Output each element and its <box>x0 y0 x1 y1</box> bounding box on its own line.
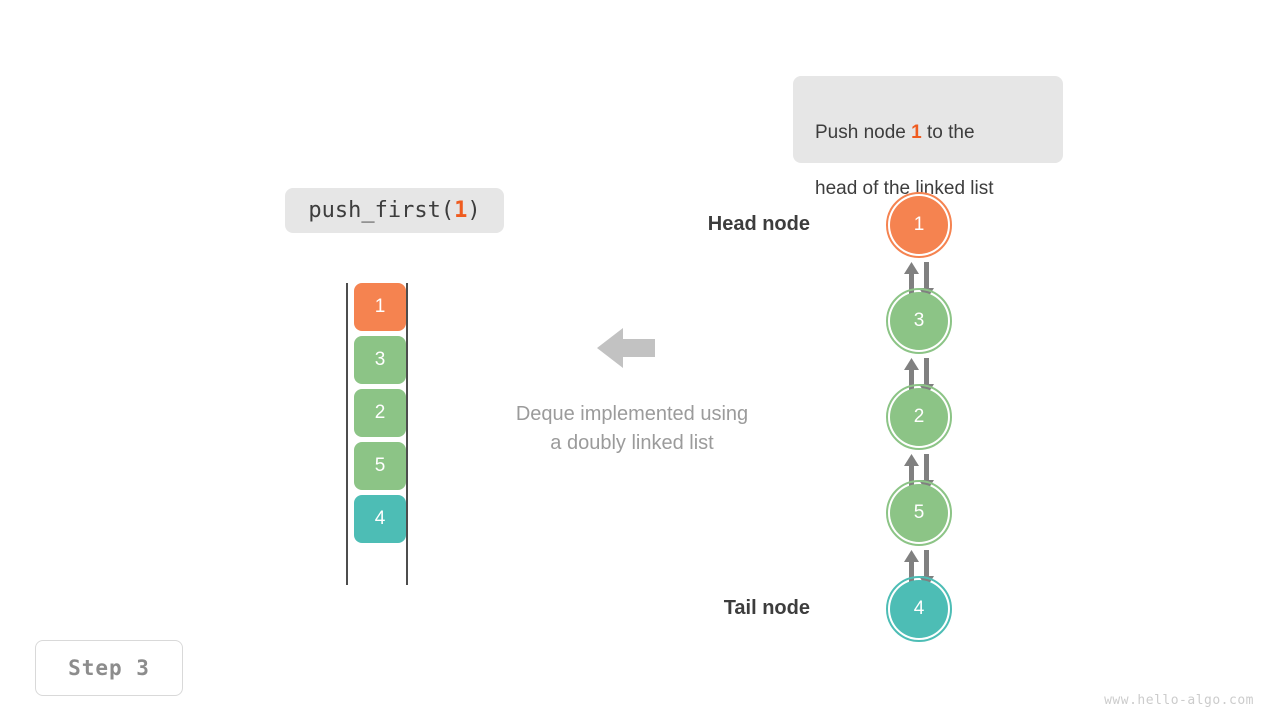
node-ring <box>886 480 952 546</box>
push-callout: Push node 1 to the head of the linked li… <box>793 76 1063 199</box>
array-cell-value: 5 <box>374 455 386 476</box>
array-cell: 5 <box>354 442 406 490</box>
step-badge-label: Step 3 <box>68 656 150 680</box>
arrow-left-icon <box>597 326 655 370</box>
array-cell-value: 2 <box>374 402 386 423</box>
node-ring <box>886 288 952 354</box>
code-argument: 1 <box>454 198 468 223</box>
node-ring <box>886 384 952 450</box>
list-node: 1 <box>890 196 948 254</box>
linked-list: 1 3 <box>860 185 990 645</box>
list-node: 4 <box>890 580 948 638</box>
array-cell-value: 1 <box>374 296 386 317</box>
array-cell: 4 <box>354 495 406 543</box>
step-badge: Step 3 <box>35 640 183 696</box>
array-rail-left <box>346 283 348 585</box>
list-node: 3 <box>890 292 948 350</box>
list-node-value: 5 <box>913 502 925 523</box>
code-prefix: push_first( <box>308 198 455 223</box>
center-caption: Deque implemented using a doubly linked … <box>515 403 749 454</box>
callout-line1-suffix: to the <box>921 122 975 143</box>
array-cell-value: 3 <box>374 349 386 370</box>
list-node-value: 4 <box>913 598 925 619</box>
head-node-label: Head node <box>707 213 810 235</box>
list-node-value: 1 <box>913 214 925 235</box>
code-label: push_first(1) <box>285 188 504 233</box>
list-node-value: 3 <box>913 310 925 331</box>
list-node: 5 <box>890 484 948 542</box>
code-suffix: ) <box>467 198 481 223</box>
array-cell-value: 4 <box>374 508 386 529</box>
array-cell: 1 <box>354 283 406 331</box>
node-ring <box>886 576 952 642</box>
callout-line1-prefix: Push node <box>815 122 912 143</box>
watermark: www.hello-algo.com <box>1104 693 1254 708</box>
list-node: 2 <box>890 388 948 446</box>
node-ring <box>886 192 952 258</box>
code-label-text: push_first(1) <box>308 198 480 223</box>
array-cell: 2 <box>354 389 406 437</box>
array-cell: 3 <box>354 336 406 384</box>
tail-node-label: Tail node <box>723 597 810 619</box>
list-node-value: 2 <box>913 406 925 427</box>
array-rail-right <box>406 283 408 585</box>
array-column: 1 3 2 5 4 <box>340 283 412 585</box>
callout-accent-value: 1 <box>911 122 922 143</box>
push-callout-text: Push node 1 to the head of the linked li… <box>815 91 1041 203</box>
